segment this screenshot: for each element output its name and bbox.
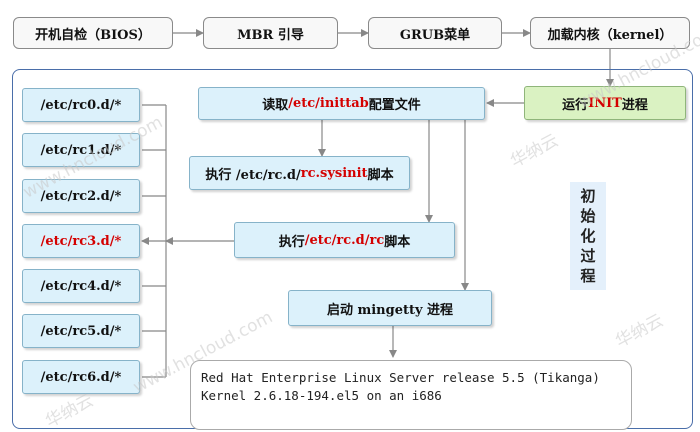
run-init-prefix: 运行 [562, 97, 589, 113]
rc1-dir: /etc/rc1.d/* [22, 133, 140, 167]
step-kernel: 加载内核（kernel） [530, 17, 690, 49]
step-mbr: MBR 引导 [203, 17, 338, 49]
rc5-dir: /etc/rc5.d/* [22, 314, 140, 348]
side-label-char-1: 始 [580, 207, 596, 225]
run-init-suffix: 进程 [621, 97, 648, 113]
console-line-1: Red Hat Enterprise Linux Server release … [201, 370, 600, 385]
sysinit-suffix: 脚本 [367, 167, 394, 183]
sysinit-prefix: 执行 /etc/rc.d/ [205, 167, 301, 183]
rc4-dir: /etc/rc4.d/* [22, 269, 140, 303]
run-init-highlight: INIT [588, 95, 622, 111]
console-line-2: Kernel 2.6.18-194.el5 on an i686 [201, 388, 442, 403]
console-output: Red Hat Enterprise Linux Server release … [190, 360, 632, 430]
rc0-dir: /etc/rc0.d/* [22, 88, 140, 122]
run-init-box: 运行 INIT 进程 [524, 86, 686, 120]
side-label-char-0: 初 [580, 187, 596, 205]
step-bios: 开机自检（BIOS） [13, 17, 173, 49]
rc2-dir: /etc/rc2.d/* [22, 179, 140, 213]
inittab-suffix: 配置文件 [368, 98, 421, 113]
side-label-char-4: 程 [580, 267, 596, 285]
rc3-dir: /etc/rc3.d/* [22, 224, 140, 258]
sysinit-highlight: rc.sysinit [300, 165, 368, 181]
connector-layer [141, 29, 614, 378]
rc-script-highlight: /etc/rc.d/rc [304, 232, 385, 248]
side-label-char-3: 过 [580, 247, 596, 265]
inittab-prefix: 读取 [262, 98, 289, 113]
inittab-highlight: /etc/inittab [288, 96, 369, 111]
mingetty-box: 启动 mingetty 进程 [288, 290, 492, 326]
rc-script-prefix: 执行 [278, 234, 305, 250]
side-label-char-2: 化 [580, 227, 596, 245]
init-process-label: 初 始 化 过 程 [570, 182, 606, 290]
step-grub: GRUB菜单 [368, 17, 502, 49]
rc-sysinit-box: 执行 /etc/rc.d/rc.sysinit 脚本 [189, 156, 410, 190]
rc-script-suffix: 脚本 [384, 234, 411, 250]
rc6-dir: /etc/rc6.d/* [22, 360, 140, 394]
